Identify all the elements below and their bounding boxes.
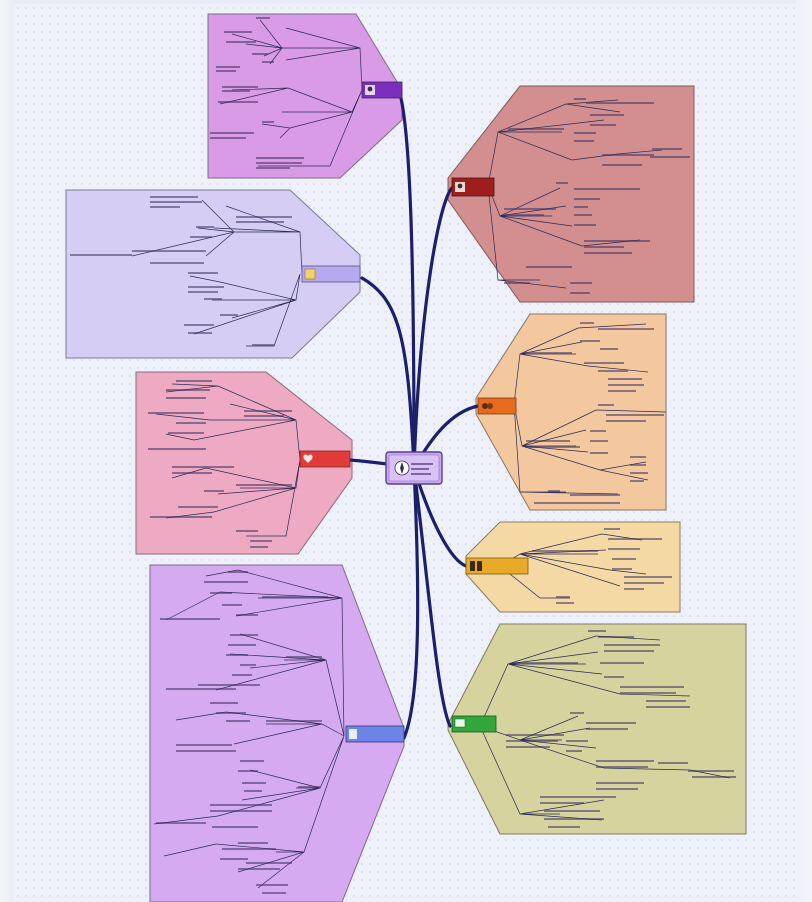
central-topic[interactable] — [385, 451, 443, 485]
people-icon — [482, 403, 488, 409]
toilet-icon — [470, 561, 475, 571]
computer-icon — [454, 718, 466, 728]
branch-region-lower-left — [149, 564, 405, 902]
topic-bottom-right[interactable] — [451, 715, 497, 733]
leaf-text-bars — [70, 17, 736, 894]
topic-lower-left[interactable] — [345, 725, 405, 743]
branch-region-top-right — [447, 85, 695, 303]
heart-icon — [303, 454, 313, 463]
topic-lower-right[interactable] — [465, 557, 529, 575]
person-icon — [367, 86, 373, 92]
topic-top-right[interactable] — [451, 177, 495, 197]
topic-middle-left[interactable] — [299, 450, 351, 468]
topic-upper-left[interactable] — [301, 265, 361, 283]
person-icon — [457, 183, 463, 189]
topic-middle-right[interactable] — [477, 397, 517, 415]
topic-top-left[interactable] — [361, 81, 403, 99]
right-edge-fade — [796, 0, 812, 902]
left-edge-fade — [0, 0, 14, 902]
